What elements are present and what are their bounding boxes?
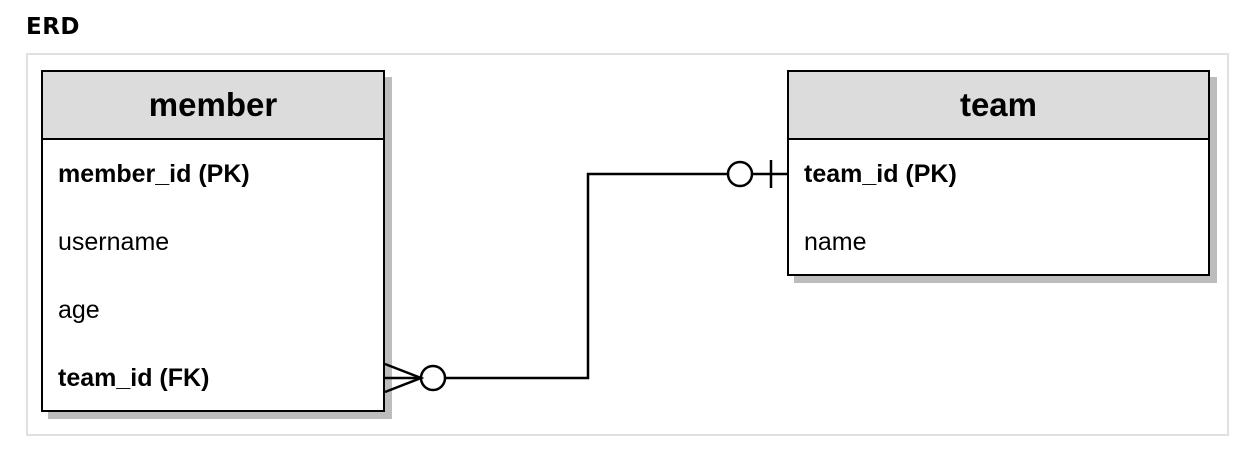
attribute-username: username <box>58 227 170 256</box>
page-title: ERD <box>26 14 81 40</box>
attribute-team-name: name <box>804 227 867 256</box>
attribute-age: age <box>58 295 100 324</box>
optional-circle-icon <box>726 160 754 188</box>
entity-member-header: member <box>43 72 383 140</box>
attribute-member-id: member_id (PK) <box>58 159 250 188</box>
attribute-member-team-id: team_id (FK) <box>58 363 210 392</box>
entity-team[interactable]: team team_id (PK) name <box>787 70 1210 276</box>
optional-circle-icon <box>419 364 447 392</box>
entity-member[interactable]: member member_id (PK) username age team_… <box>41 70 385 412</box>
relationship-line <box>445 172 728 380</box>
entity-team-header: team <box>789 72 1208 140</box>
attribute-team-id: team_id (PK) <box>804 159 957 188</box>
